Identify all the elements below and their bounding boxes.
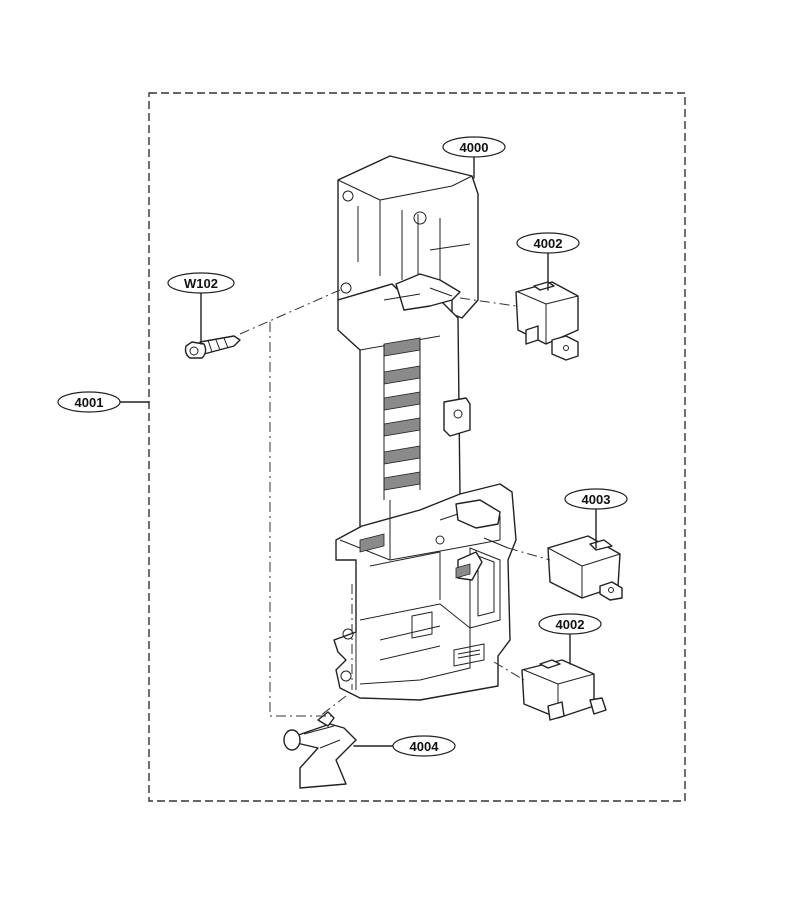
screw-part (184, 335, 241, 359)
callout-label: W102 (184, 276, 218, 291)
callout-w102: W102 (167, 272, 235, 294)
callout-4001: 4001 (57, 391, 121, 413)
assembly-guides (239, 289, 551, 717)
latch-board-part (333, 155, 517, 701)
callout-label: 4002 (556, 617, 585, 632)
callout-4002-bottom: 4002 (538, 613, 602, 635)
callout-label: 4000 (460, 140, 489, 155)
assembly-frame (148, 92, 686, 802)
callout-4002-top: 4002 (516, 232, 580, 254)
switch-bottom-part (521, 659, 607, 721)
callout-label: 4004 (410, 739, 440, 754)
callout-4000: 4000 (442, 136, 506, 158)
callout-4003: 4003 (564, 488, 628, 510)
switch-middle-part (547, 535, 623, 601)
callout-label: 4003 (582, 492, 611, 507)
callout-label: 4002 (534, 236, 563, 251)
callout-label: 4001 (75, 395, 104, 410)
callout-4004: 4004 (392, 735, 456, 757)
switch-top-part (515, 281, 579, 361)
leader-lines (119, 155, 597, 747)
lever-part (283, 711, 357, 789)
